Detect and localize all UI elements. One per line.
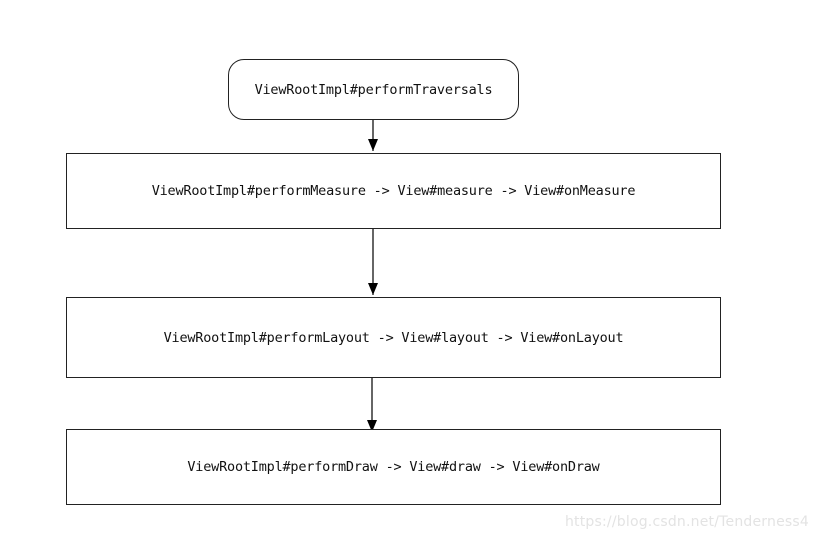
node-label: ViewRootImpl#performLayout -> View#layou… xyxy=(163,329,624,346)
node-label: ViewRootImpl#performTraversals xyxy=(254,81,493,98)
watermark: https://blog.csdn.net/Tenderness4 xyxy=(564,514,809,530)
node-label: ViewRootImpl#performMeasure -> View#meas… xyxy=(151,183,636,199)
node-perform-layout: ViewRootImpl#performLayout -> View#layou… xyxy=(66,297,721,378)
arrow-measure-to-layout xyxy=(368,229,378,295)
node-label: ViewRootImpl#performDraw -> View#draw ->… xyxy=(187,459,600,475)
node-perform-draw: ViewRootImpl#performDraw -> View#draw ->… xyxy=(66,429,721,505)
node-perform-traversals: ViewRootImpl#performTraversals xyxy=(228,59,519,120)
node-perform-measure: ViewRootImpl#performMeasure -> View#meas… xyxy=(66,153,721,229)
arrow-start-to-measure xyxy=(368,120,378,151)
